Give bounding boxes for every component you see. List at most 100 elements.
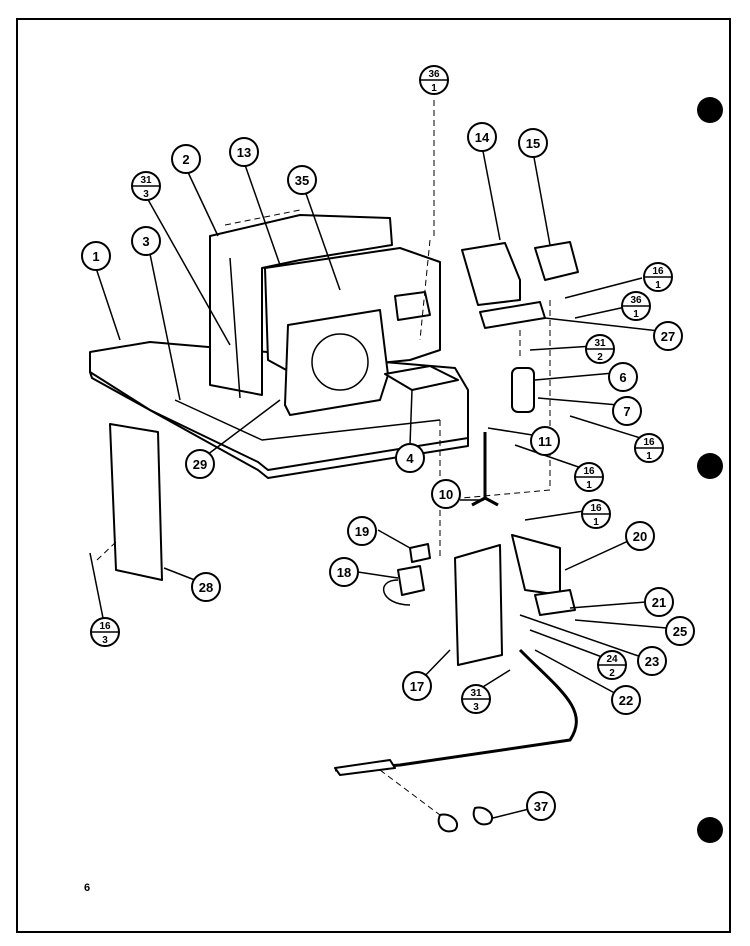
heater-bracket bbox=[534, 241, 579, 281]
svg-text:10: 10 bbox=[439, 487, 453, 502]
callout-3a: 3 bbox=[131, 226, 161, 256]
svg-text:29: 29 bbox=[193, 457, 207, 472]
svg-text:27: 27 bbox=[661, 329, 675, 344]
callout-22: 22 bbox=[611, 685, 641, 715]
svg-text:1: 1 bbox=[655, 280, 661, 291]
svg-text:31: 31 bbox=[470, 688, 482, 699]
fraction-16-1-b: 161 bbox=[634, 433, 664, 463]
svg-text:3: 3 bbox=[102, 635, 108, 646]
callout-6: 6 bbox=[608, 362, 638, 392]
callout-25: 25 bbox=[665, 616, 695, 646]
callout-15: 15 bbox=[518, 128, 548, 158]
callout-2: 2 bbox=[171, 144, 201, 174]
selector-switch bbox=[511, 534, 561, 596]
svg-text:31: 31 bbox=[140, 175, 152, 186]
svg-text:3: 3 bbox=[473, 702, 479, 713]
fraction-24-2: 242 bbox=[597, 650, 627, 680]
callout-23: 23 bbox=[637, 646, 667, 676]
svg-text:19: 19 bbox=[355, 524, 369, 539]
svg-text:17: 17 bbox=[410, 679, 424, 694]
svg-text:1: 1 bbox=[593, 517, 599, 528]
callout-17: 17 bbox=[402, 671, 432, 701]
callout-10: 10 bbox=[431, 479, 461, 509]
page-number: 6 bbox=[84, 882, 91, 894]
control-plate bbox=[461, 242, 521, 306]
blower-scroll bbox=[284, 309, 389, 416]
svg-text:35: 35 bbox=[295, 173, 309, 188]
svg-text:14: 14 bbox=[475, 130, 490, 145]
drain-tray bbox=[384, 365, 459, 391]
svg-text:16: 16 bbox=[590, 503, 602, 514]
svg-text:7: 7 bbox=[623, 404, 630, 419]
svg-text:37: 37 bbox=[534, 799, 548, 814]
capacitor bbox=[511, 367, 535, 413]
callout-21: 21 bbox=[644, 587, 674, 617]
svg-text:24: 24 bbox=[606, 654, 618, 665]
svg-text:11: 11 bbox=[538, 434, 552, 449]
control-bracket bbox=[454, 544, 503, 666]
side-rail bbox=[109, 423, 163, 581]
callout-28: 28 bbox=[191, 572, 221, 602]
page-border bbox=[16, 18, 731, 933]
power-cord bbox=[334, 648, 578, 772]
callout-13: 13 bbox=[229, 137, 259, 167]
fraction-16-3: 163 bbox=[90, 617, 120, 647]
svg-text:21: 21 bbox=[652, 595, 666, 610]
svg-text:16: 16 bbox=[583, 466, 595, 477]
svg-text:1: 1 bbox=[646, 451, 652, 462]
fraction-36-1-top: 361 bbox=[419, 65, 449, 95]
bulkhead bbox=[209, 214, 393, 396]
binder-hole-middle bbox=[697, 453, 723, 479]
callout-14: 14 bbox=[467, 122, 497, 152]
svg-text:25: 25 bbox=[673, 624, 687, 639]
svg-text:13: 13 bbox=[237, 145, 251, 160]
callout-11: 11 bbox=[530, 426, 560, 456]
callout-20: 20 bbox=[625, 521, 655, 551]
binder-hole-top bbox=[697, 97, 723, 123]
svg-text:1: 1 bbox=[633, 309, 639, 320]
svg-text:3: 3 bbox=[143, 189, 149, 200]
fraction-31-3-left: 313 bbox=[131, 171, 161, 201]
fraction-16-1-d: 161 bbox=[581, 499, 611, 529]
svg-text:28: 28 bbox=[199, 580, 213, 595]
svg-text:15: 15 bbox=[526, 136, 540, 151]
svg-text:2: 2 bbox=[182, 152, 189, 167]
svg-text:31: 31 bbox=[594, 338, 606, 349]
svg-text:23: 23 bbox=[645, 654, 659, 669]
svg-text:36: 36 bbox=[428, 69, 440, 80]
callout-7: 7 bbox=[612, 396, 642, 426]
callout-1: 1 bbox=[81, 241, 111, 271]
svg-text:1: 1 bbox=[586, 480, 592, 491]
callout-group: 1 2 3 4 6 7 10 11 13 14 15 17 18 19 20 2… bbox=[81, 122, 695, 821]
fraction-31-3-bottom: 313 bbox=[461, 684, 491, 714]
callout-19: 19 bbox=[347, 516, 377, 546]
callout-37: 37 bbox=[526, 791, 556, 821]
svg-text:2: 2 bbox=[609, 668, 615, 679]
svg-text:1: 1 bbox=[92, 249, 99, 264]
fraction-16-1-a: 161 bbox=[643, 262, 673, 292]
svg-text:18: 18 bbox=[337, 565, 351, 580]
svg-text:16: 16 bbox=[652, 266, 664, 277]
callout-4: 4 bbox=[395, 443, 425, 473]
fraction-31-2: 312 bbox=[585, 334, 615, 364]
svg-text:4: 4 bbox=[406, 451, 414, 466]
binder-hole-bottom bbox=[697, 817, 723, 843]
fraction-callout-group: 361 313 161 361 312 161 161 161 163 242 … bbox=[90, 65, 673, 714]
callout-27: 27 bbox=[653, 321, 683, 351]
svg-text:2: 2 bbox=[597, 352, 603, 363]
svg-text:22: 22 bbox=[619, 693, 633, 708]
callout-18: 18 bbox=[329, 557, 359, 587]
svg-text:3: 3 bbox=[142, 234, 149, 249]
svg-text:36: 36 bbox=[630, 295, 642, 306]
callout-29: 29 bbox=[185, 449, 215, 479]
svg-text:16: 16 bbox=[643, 437, 655, 448]
svg-text:20: 20 bbox=[633, 529, 647, 544]
svg-text:1: 1 bbox=[431, 83, 437, 94]
svg-text:6: 6 bbox=[619, 370, 626, 385]
fraction-36-1-right: 361 bbox=[621, 291, 651, 321]
callout-35: 35 bbox=[287, 165, 317, 195]
svg-text:16: 16 bbox=[99, 621, 111, 632]
fraction-16-1-c: 161 bbox=[574, 462, 604, 492]
